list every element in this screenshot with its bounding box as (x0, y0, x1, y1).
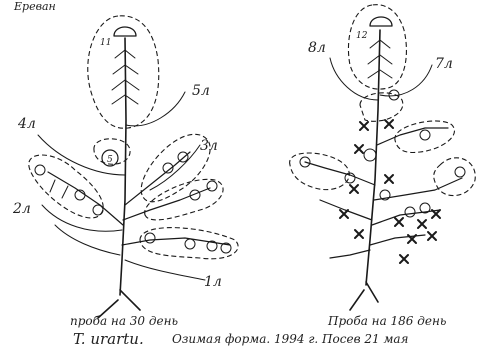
left-apex-dome (114, 27, 136, 36)
left-leaf-5 (126, 92, 185, 126)
leaf-label-8l: 8л (308, 40, 326, 56)
right-bud (420, 130, 430, 140)
left-inner-number-5: 5 (107, 155, 113, 165)
left-leaf-1 (125, 260, 205, 280)
left-bud (145, 233, 155, 243)
left-branch-mid-left-region (29, 155, 103, 218)
left-branch-upper-right (125, 152, 190, 205)
right-leaf-8 (330, 58, 378, 100)
left-bud (185, 239, 195, 249)
leaf-label-4l: 4л (17, 116, 36, 132)
left-bud (178, 152, 188, 162)
leaf-label-3l: 3л (200, 138, 218, 154)
leaf-label-1l: 1л (204, 274, 222, 290)
right-branch-bottom-left (330, 250, 370, 258)
left-bud (207, 181, 217, 191)
right-branch-mid-left-region (290, 153, 350, 190)
footer-species: T. urartu. (73, 330, 144, 348)
right-branch-upper-right-region (395, 121, 455, 153)
right-apex-dome (370, 17, 392, 26)
left-leaf-3 (150, 145, 200, 190)
left-plant: 11 5 5л 4л 3л 2л 1л (12, 16, 238, 318)
left-apex-region (88, 16, 159, 128)
right-branch-mid-right-region (434, 158, 476, 196)
left-branch-lower-right-region (145, 179, 223, 220)
location-label: Ереван (13, 0, 56, 13)
left-main-stem (98, 38, 140, 318)
leaf-label-5l: 5л (192, 83, 210, 99)
left-caption: проба на 30 день (70, 314, 178, 328)
leaf-label-2l: 2л (12, 201, 31, 217)
right-branch-mid-left (305, 162, 375, 185)
footer-description: Озимая форма. 1994 г. Посев 21 мая (172, 332, 409, 346)
right-main-stem (350, 30, 380, 310)
left-branch-lower-right (123, 188, 210, 220)
left-inner-number-11: 11 (100, 38, 111, 48)
left-bud (93, 205, 103, 215)
right-bud (364, 149, 376, 161)
left-leaf-2 (42, 205, 122, 231)
right-plant: 12 8л 7л (290, 5, 476, 310)
right-upper-region (360, 93, 403, 121)
right-inner-number-12: 12 (356, 31, 368, 41)
leaf-label-7l: 7л (435, 56, 453, 72)
left-bud (35, 165, 45, 175)
right-leaf-7 (380, 65, 432, 96)
right-branch-lower-right (372, 210, 440, 225)
right-branch-upper-right (377, 128, 448, 145)
right-bud (455, 167, 465, 177)
right-bud (405, 207, 415, 217)
right-caption: Проба на 186 день (327, 314, 446, 328)
